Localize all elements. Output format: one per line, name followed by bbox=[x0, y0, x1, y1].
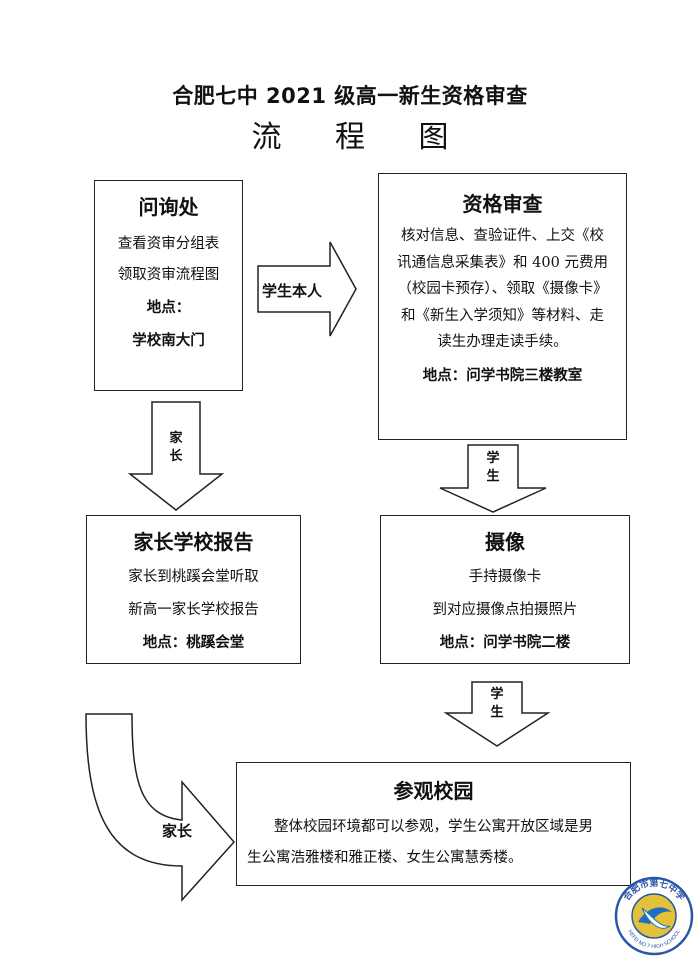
inquiry-location: 学校南大门 bbox=[132, 333, 205, 349]
arrow-right-student-self bbox=[257, 241, 357, 337]
parent-report-line-1: 家长到桃蹊会堂听取 bbox=[128, 569, 259, 585]
photo-location: 地点：问学书院二楼 bbox=[439, 635, 571, 651]
qualification-line-5: 读生办理走读手续。 bbox=[437, 334, 568, 350]
photo-box: 摄像 手持摄像卡 到对应摄像点拍摄照片 地点：问学书院二楼 bbox=[380, 515, 630, 664]
qualification-line-4: 和《新生入学须知》等材料、走 bbox=[401, 307, 604, 324]
arrow-label-parent-bend: 家长 bbox=[162, 822, 193, 840]
parent-report-box: 家长学校报告 家长到桃蹊会堂听取 新高一家长学校报告 地点：桃蹊会堂 bbox=[86, 515, 301, 664]
parent-report-location: 地点：桃蹊会堂 bbox=[142, 635, 245, 651]
qualification-title: 资格审查 bbox=[462, 192, 543, 216]
qualification-line-1: 核对信息、查验证件、上交《校 bbox=[401, 228, 604, 244]
arrow-label-student-down-2: 学生 bbox=[490, 687, 504, 720]
qualification-box: 资格审查 核对信息、查验证件、上交《校 讯通信息采集表》和 400 元费用 （校… bbox=[378, 173, 627, 440]
visit-line-1: 整体校园环境都可以参观，学生公寓开放区域是男 bbox=[274, 819, 593, 835]
inquiry-title: 问询处 bbox=[138, 195, 199, 219]
qualification-location: 地点：问学书院三楼教室 bbox=[422, 367, 583, 384]
parent-report-line-2: 新高一家长学校报告 bbox=[128, 602, 259, 618]
photo-line-1: 手持摄像卡 bbox=[468, 569, 542, 585]
qualification-line-3: （校园卡预存）、领取《摄像卡》 bbox=[397, 281, 608, 297]
arrow-down-student-2 bbox=[443, 681, 551, 747]
visit-line-2: 生公寓浩雅楼和雅正楼、女生公寓慧秀楼。 bbox=[247, 850, 523, 866]
arrow-down-student-1 bbox=[439, 444, 547, 513]
photo-title: 摄像 bbox=[485, 530, 525, 554]
inquiry-location-label: 地点： bbox=[146, 300, 191, 316]
inquiry-line-1: 查看资审分组表 bbox=[117, 236, 220, 252]
arrow-bend-parent bbox=[85, 713, 235, 902]
parent-report-title: 家长学校报告 bbox=[133, 530, 254, 554]
page-subtitle: 流 程 图 bbox=[251, 120, 471, 155]
visit-box: 参观校园 整体校园环境都可以参观，学生公寓开放区域是男 生公寓浩雅楼和雅正楼、女… bbox=[236, 762, 631, 886]
page-title: 合肥七中 2021 级高一新生资格审查 bbox=[172, 84, 528, 108]
arrow-label-student-self: 学生本人 bbox=[262, 282, 323, 300]
inquiry-line-2: 领取资审流程图 bbox=[117, 267, 220, 283]
inquiry-box: 问询处 查看资审分组表 领取资审流程图 地点： 学校南大门 bbox=[94, 180, 243, 391]
qualification-line-2: 讯通信息采集表》和 400 元费用 bbox=[397, 254, 608, 271]
arrow-label-student-down-1: 学生 bbox=[486, 451, 500, 484]
visit-title: 参观校园 bbox=[393, 779, 474, 803]
arrow-label-parent-down: 家长 bbox=[169, 431, 183, 464]
photo-line-2: 到对应摄像点拍摄照片 bbox=[432, 602, 578, 618]
arrow-down-parent bbox=[127, 401, 225, 511]
school-logo-emblem: 合肥市第七中学 HEFEI NO.7 HIGH SCHOOL bbox=[614, 876, 694, 956]
